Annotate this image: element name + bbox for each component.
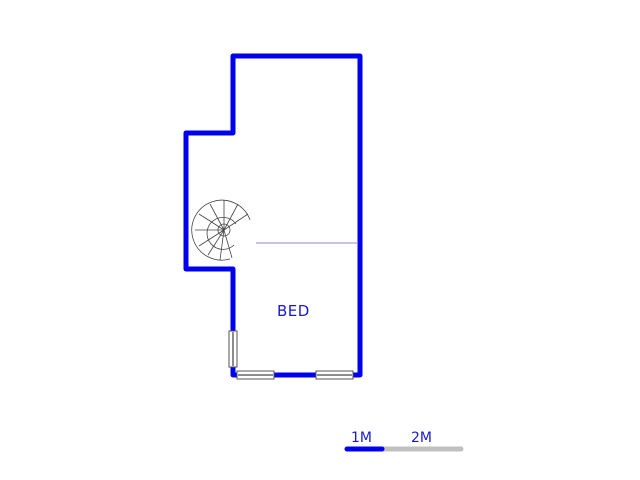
exterior-walls — [183, 53, 363, 378]
window-bottom-right — [315, 370, 354, 380]
room-label-bed: BED — [277, 302, 310, 320]
window-left — [228, 330, 238, 368]
window-bottom-left — [236, 370, 275, 380]
scale-label-1m: 1M — [351, 430, 372, 446]
scale-label-2m: 2M — [411, 430, 432, 446]
spiral-staircase-icon — [191, 199, 251, 261]
